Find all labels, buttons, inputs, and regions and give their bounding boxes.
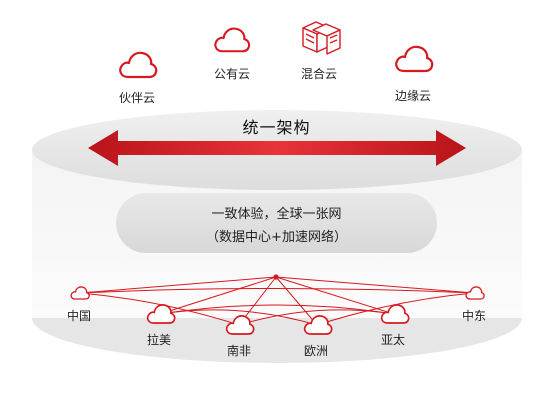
region-label-china: 中国 <box>67 309 92 323</box>
cloud-label-partner: 伙伴云 <box>119 91 156 105</box>
cloud-label-edge: 边缘云 <box>395 89 432 103</box>
cloud-icon <box>395 45 434 73</box>
cloud-label-public: 公有云 <box>214 67 251 81</box>
region-label-middle-east: 中东 <box>462 309 487 323</box>
center-line-1: 一致体验，全球一张网 <box>211 207 342 222</box>
bidirectional-arrow <box>88 130 466 166</box>
region-label-latam: 拉美 <box>147 333 172 347</box>
network-hub <box>273 274 279 280</box>
cloud-icon <box>214 27 251 53</box>
region-label-europe: 欧洲 <box>304 344 329 358</box>
cloud-label-hybrid: 混合云 <box>301 67 338 81</box>
cloud-icon <box>119 51 158 79</box>
region-label-apac: 亚太 <box>381 333 406 347</box>
center-pill <box>116 193 437 253</box>
region-label-south-africa: 南非 <box>227 344 252 358</box>
unified-architecture-title: 统一架构 <box>242 118 311 137</box>
server-rack-icon <box>302 21 341 55</box>
center-line-2: （数据中心+加速网络） <box>206 230 347 245</box>
